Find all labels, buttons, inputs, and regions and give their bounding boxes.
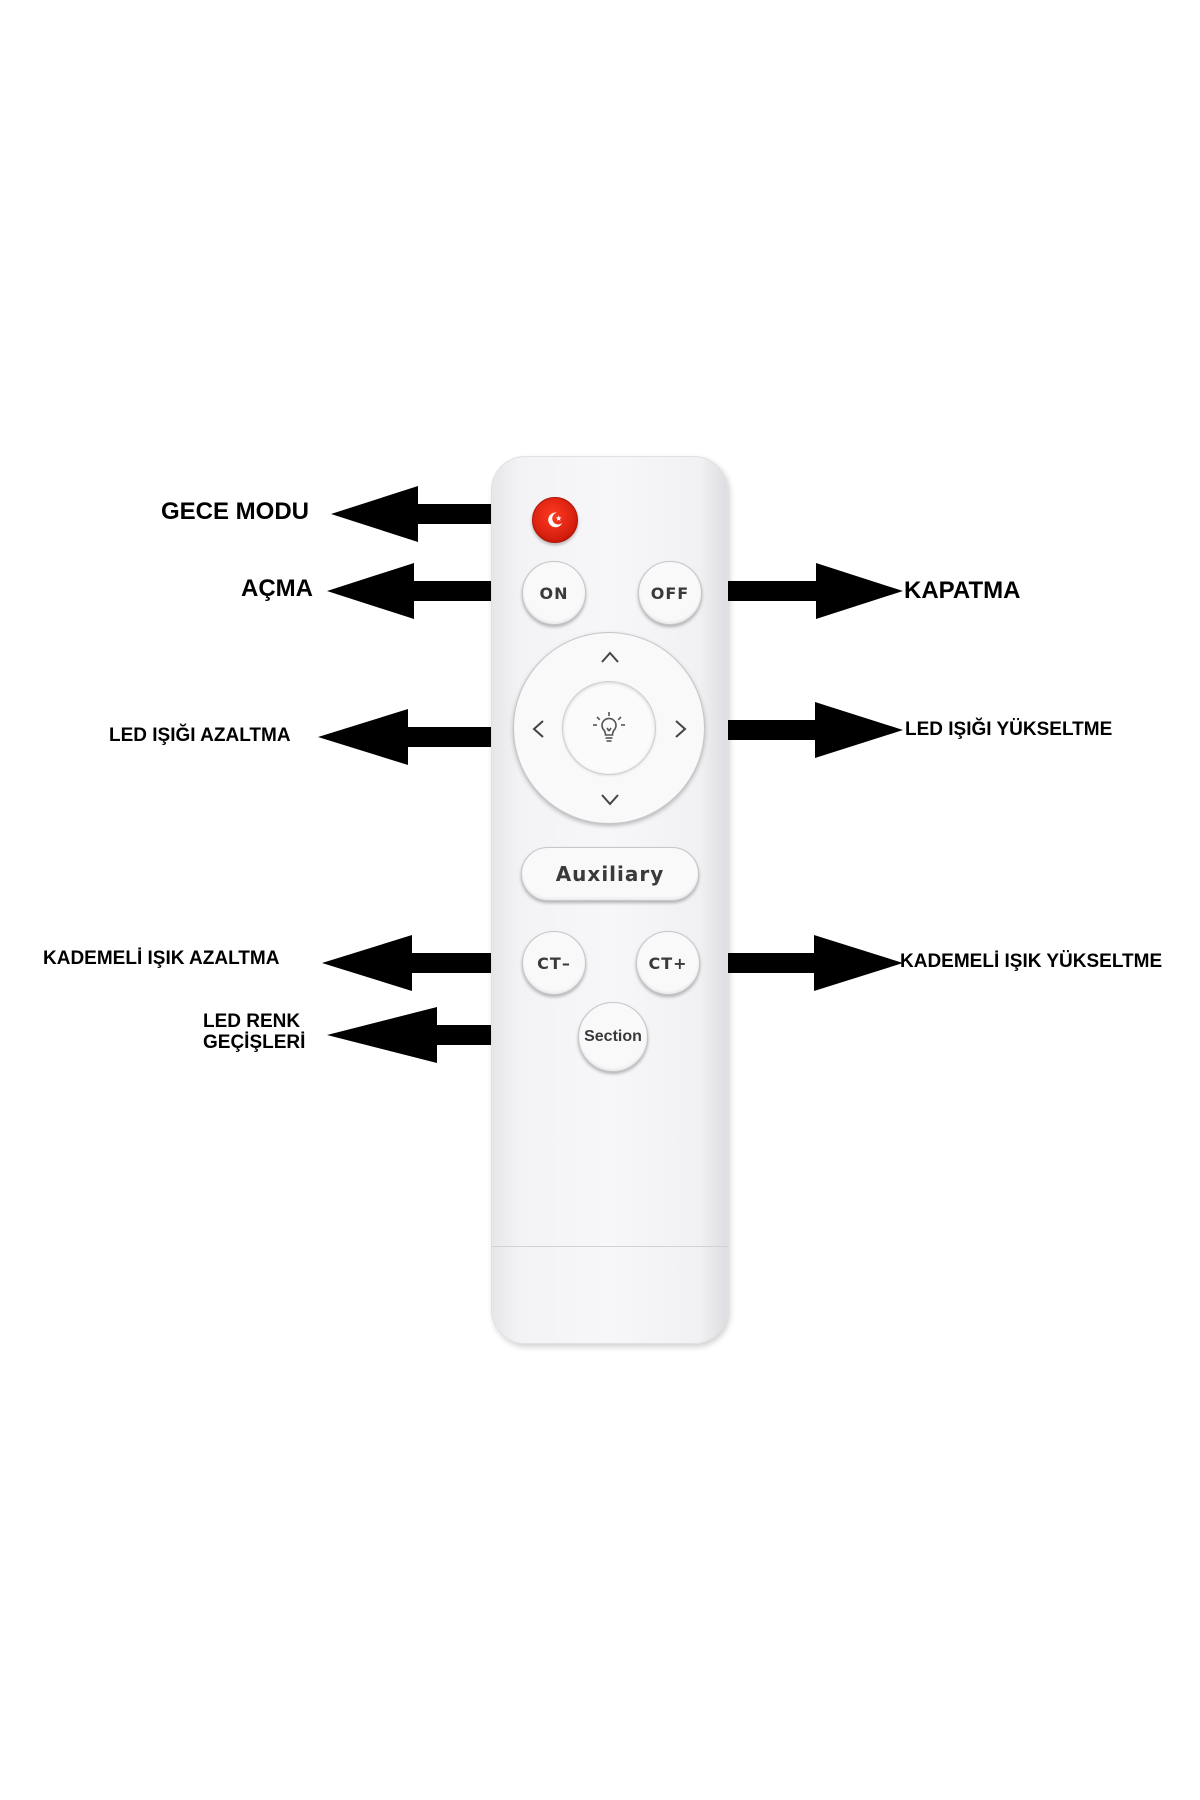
label-power-on: AÇMA [241, 575, 313, 602]
off-button[interactable]: OFF [638, 561, 702, 625]
auxiliary-button[interactable]: Auxiliary [521, 847, 699, 901]
chevron-down-icon[interactable] [599, 788, 621, 810]
lightbulb-icon [593, 712, 625, 742]
arrow-step-down [322, 935, 520, 991]
arrow-color-cycle [327, 1007, 575, 1063]
arrow-brightness-down [318, 709, 517, 765]
on-button[interactable]: ON [522, 561, 586, 625]
label-power-off: KAPATMA [904, 577, 1021, 604]
label-brightness-up: LED IŞIĞI YÜKSELTME [905, 719, 1113, 740]
arrow-night-mode [331, 486, 525, 542]
chevron-right-icon[interactable] [669, 718, 691, 740]
label-step-up: KADEMELİ IŞIK YÜKSELTME [900, 951, 1163, 972]
section-button[interactable]: Section [578, 1002, 648, 1072]
label-brightness-down: LED IŞIĞI AZALTMA [109, 725, 291, 746]
arrow-step-up [706, 935, 903, 991]
chevron-up-icon[interactable] [599, 647, 621, 669]
night-mode-button[interactable] [532, 497, 578, 543]
chevron-left-icon[interactable] [528, 718, 550, 740]
label-step-down: KADEMELİ IŞIK AZALTMA [43, 948, 280, 969]
battery-cover-seam [491, 1246, 728, 1247]
dpad-center-button[interactable] [562, 681, 656, 775]
dpad [513, 632, 705, 824]
moon-star-icon [548, 512, 563, 528]
remote-control: ON OFF [491, 456, 728, 1344]
arrow-brightness-up [707, 702, 903, 758]
label-night-mode: GECE MODU [161, 498, 310, 525]
arrow-power-off [690, 563, 903, 619]
label-color-cycle-line2: GEÇİŞLERİ [203, 1032, 306, 1053]
arrow-power-on [327, 563, 524, 619]
ct-minus-button[interactable]: CT– [522, 931, 586, 995]
ct-plus-button[interactable]: CT+ [636, 931, 700, 995]
label-color-cycle-line1: LED RENK [203, 1011, 301, 1032]
